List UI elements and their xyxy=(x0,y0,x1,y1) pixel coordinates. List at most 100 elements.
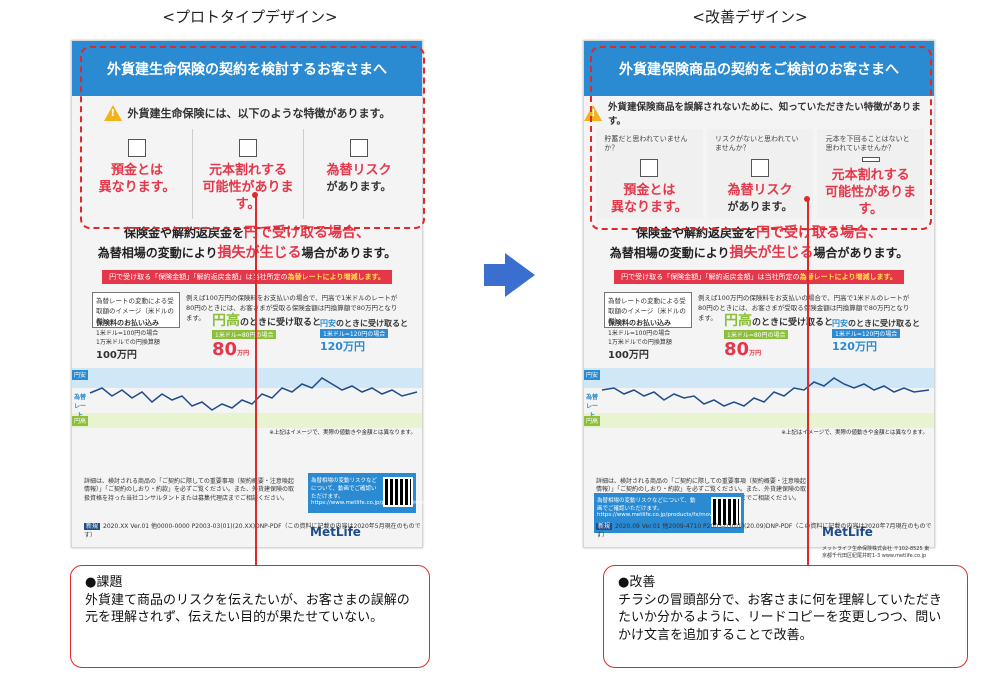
headline-emph: 円で受け取る場合、 xyxy=(244,225,370,241)
callout-body: 外貨建て商品のリスクを伝えたいが、お客さまの誤解の元を理解されず、伝えたい目的が… xyxy=(85,592,410,626)
feature-line1: 元本割れする xyxy=(208,163,287,178)
col-title: のときに受け取ると xyxy=(848,319,920,328)
weak-yen-tag: 円安 xyxy=(72,370,88,380)
feature-line1: 為替リスク xyxy=(326,163,392,178)
strong-yen-column: 円高のときに受け取ると 1米ドル=80円の場合 80万円 xyxy=(212,310,321,360)
headline: 保険金や解約返戻金を円で受け取る場合、 為替相場の変動により損失が生じる場合があ… xyxy=(72,223,422,264)
improvement-callout: ●改善 チラシの冒頭部分で、お客さまに何を理解していただきたいか分かるように、リ… xyxy=(603,565,968,668)
video-box: 為替相場の変動リスクなどについて、動画でご確認いただけます。https://ww… xyxy=(308,473,434,513)
video-text: 為替相場の変動リスクなどについて、動画でご確認いただけます。https://ww… xyxy=(597,498,720,518)
col-title-emph: 円高 xyxy=(212,313,240,329)
col-title-emph: 円高 xyxy=(724,313,752,329)
checkbox-icon xyxy=(640,159,659,177)
checkbox-icon xyxy=(861,157,880,163)
headline-part: 保険金や解約返戻金を xyxy=(123,226,244,240)
prototype-flyer: 外貨建生命保険の契約を検討するお客さまへ 外貨建生命保険には、以下のような特徴が… xyxy=(71,40,434,548)
weak-yen-column: 円安のときに受け取ると 1米ドル=120円の場合 120万円 xyxy=(320,318,408,354)
feature-line2: があります。 xyxy=(326,179,392,193)
feature-line1: 為替リスク xyxy=(727,183,793,198)
footer-text: 2020.XX Ver.01 他0000-0000 P2003-03(01)(2… xyxy=(84,523,421,539)
feature-question: 貯蓄だと思われていませんか？ xyxy=(604,135,688,153)
feature-line1: 預金とは xyxy=(623,183,676,198)
improved-flyer: 外貨建保険商品の契約をご検討のお客さまへ 外貨建保険商品を誤解されないために、知… xyxy=(583,40,935,559)
example-row: 為替レートの変動による受取額のイメージ（米ドルの例） 例えば100万円の保険料を… xyxy=(604,291,914,328)
feature-list: 貯蓄だと思われていませんか？ 預金とは 異なります。 リスクがないと思われていま… xyxy=(594,129,926,219)
col-rate: 1米ドル=120円の場合 xyxy=(320,329,389,338)
col-title: 保険料のお払い込み xyxy=(96,319,159,327)
feature-question: リスクがないと思われていませんか？ xyxy=(715,135,799,153)
weak-yen-column: 円安のときに受け取ると 1米ドル=120円の場合 120万円 xyxy=(832,318,920,354)
qr-code-icon xyxy=(711,497,741,527)
fx-rate-line xyxy=(601,377,930,407)
flyer-body: 保険金や解約返戻金を円で受け取る場合、 為替相場の変動により損失が生じる場合があ… xyxy=(584,223,934,559)
flyer-banner: 外貨建生命保険の契約を検討するお客さまへ xyxy=(72,41,422,96)
prototype-title: <プロトタイプデザイン> xyxy=(162,8,338,26)
example-row: 為替レートの変動による受取額のイメージ（米ドルの例） 例えば100万円の保険料を… xyxy=(92,291,402,328)
strong-yen-band xyxy=(584,413,934,428)
col-amount: 120万円 xyxy=(320,340,365,353)
col-title-emph: 円安 xyxy=(320,319,336,328)
premium-column: 保険料のお払い込み 1米ドル=100円の場合 1万米ドルでの円換算額 100万円 xyxy=(96,318,160,361)
feature-question: 元本を下回ることはないと思われていませんか？ xyxy=(825,135,910,153)
right-arrow-icon xyxy=(505,253,535,297)
feature-fx: リスクがないと思われていませんか？ 為替リスク があります。 xyxy=(706,129,814,219)
col-unit: 万円 xyxy=(237,350,250,357)
intro-line: 外貨建保険商品を誤解されないために、知っていただきたい特徴があります。 xyxy=(584,96,934,129)
fx-chart: 円安 為替レート 円高 保険料のお払い込み 1米ドル=100円の場合 1万米ドル… xyxy=(584,313,934,436)
col-unit: 万円 xyxy=(749,350,762,357)
weak-yen-band xyxy=(584,368,934,388)
leader-line xyxy=(255,195,257,567)
flyer-body: 保険金や解約返戻金を円で受け取る場合、 為替相場の変動により損失が生じる場合があ… xyxy=(72,223,434,543)
rate-tag: 為替レート xyxy=(585,394,598,419)
checkbox-icon xyxy=(128,139,146,157)
warning-icon xyxy=(584,104,602,121)
example-text: 例えば100万円の保険料をお支払いの場合で、円高で1米ドルのレートが80円のとき… xyxy=(186,293,398,322)
strong-yen-column: 円高のときに受け取ると 1米ドル=80円の場合 80万円 xyxy=(724,310,833,360)
metlife-logo: MetLife xyxy=(822,525,873,539)
col-title: のときに受け取ると xyxy=(240,318,322,328)
feature-line1: 元本割れする xyxy=(831,168,910,184)
highlight-box-right xyxy=(590,46,932,230)
col-rate: 1米ドル=100円の場合 xyxy=(96,330,159,337)
premium-column: 保険料のお払い込み 1米ドル=100円の場合 1万米ドルでの円換算額 100万円 xyxy=(608,318,672,361)
leader-dot xyxy=(252,192,258,198)
col-rate: 1米ドル=80円の場合 xyxy=(724,330,789,339)
headline-part: 為替相場の変動により xyxy=(609,246,730,261)
callout-heading: ●課題 xyxy=(85,575,123,590)
chart-note: ※上記はイメージで、実際の値動きや金額とは異なります。 xyxy=(781,430,928,436)
example-label: 為替レートの変動による受取額のイメージ（米ドルの例） xyxy=(92,291,180,328)
video-text: 為替相場の変動リスクなどについて、動画でご確認いただけます。https://ww… xyxy=(311,478,434,506)
col-rate: 1米ドル=100円の場合 xyxy=(608,330,671,337)
improved-title: <改善デザイン> xyxy=(692,8,808,26)
intro-text: 外貨建生命保険には、以下のような特徴があります。 xyxy=(127,106,391,120)
feature-line2: 可能性があります。 xyxy=(825,185,917,218)
example-text: 例えば100万円の保険料をお支払いの場合で、円高で1米ドルのレートが80円のとき… xyxy=(698,293,910,322)
disclosure-text: 詳細は、検討される商品の「ご契約に際しての重要事項（契約概要・注意喚起情報）」「… xyxy=(84,478,295,502)
col-amount: 120万円 xyxy=(832,340,877,353)
bar-text: 円で受け取る「保険金額」「解約返戻金額」は当社所定の xyxy=(109,272,288,281)
headline-part: 為替相場の変動により xyxy=(97,246,218,261)
strong-yen-tag: 円高 xyxy=(584,416,600,426)
col-title: 保険料のお払い込み xyxy=(608,319,671,327)
rate-tag: 為替レート xyxy=(73,394,86,419)
headline-part: 場合があります。 xyxy=(813,246,909,261)
feature-deposit: 貯蓄だと思われていませんか？ 預金とは 異なります。 xyxy=(596,129,703,219)
rate-notice-bar: 円で受け取る「保険金額」「解約返戻金額」は当社所定の為替レートにより増減します。 xyxy=(614,269,904,284)
intro-line: 外貨建生命保険には、以下のような特徴があります。 xyxy=(72,96,422,129)
col-title: のときに受け取ると xyxy=(752,318,834,328)
strong-yen-band xyxy=(72,413,422,428)
video-box: 為替相場の変動リスクなどについて、動画でご確認いただけます。https://ww… xyxy=(594,493,744,533)
qr-code-icon xyxy=(383,477,413,507)
warning-icon xyxy=(103,104,122,121)
col-rate: 1米ドル=120円の場合 xyxy=(832,329,901,338)
callout-body: チラシの冒頭部分で、お客さまに何を理解していただきたいか分かるように、リードコピ… xyxy=(618,592,942,643)
checkbox-icon xyxy=(751,159,769,177)
metlife-address: メットライフ生命保険株式会社 〒102-8525 東京都千代田区紀尾井町1-3 … xyxy=(822,546,930,559)
weak-yen-band xyxy=(72,368,422,388)
feature-line1: 預金とは xyxy=(110,163,163,178)
feature-fx: 為替リスク があります。 xyxy=(303,129,414,219)
feature-line2: があります。 xyxy=(727,199,793,213)
footer-tag: 新規 xyxy=(84,523,101,530)
